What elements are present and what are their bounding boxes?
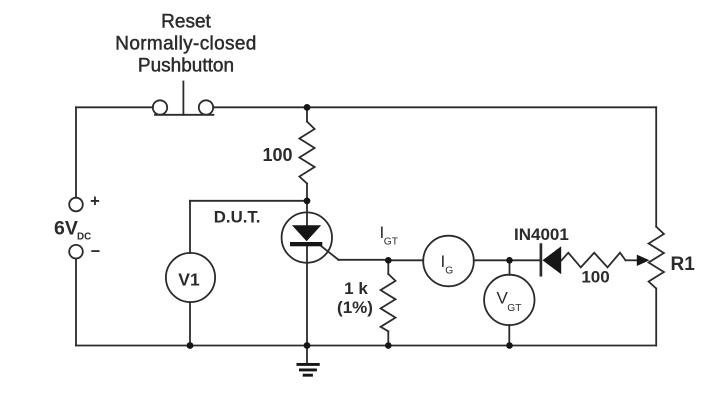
svg-text:V1: V1: [178, 270, 200, 290]
svg-text:100: 100: [581, 268, 609, 287]
svg-text:D.U.T.: D.U.T.: [214, 208, 261, 227]
svg-text:IN4001: IN4001: [514, 225, 569, 244]
svg-text:I: I: [441, 252, 446, 271]
svg-text:GT: GT: [507, 303, 521, 314]
svg-text:DC: DC: [77, 232, 91, 243]
svg-text:(1%): (1%): [337, 298, 373, 317]
svg-text:6V: 6V: [54, 218, 78, 240]
svg-text:GT: GT: [384, 237, 398, 248]
svg-text:Reset: Reset: [161, 12, 211, 33]
svg-text:−: −: [91, 243, 101, 261]
svg-text:+: +: [90, 193, 100, 211]
svg-text:V: V: [497, 289, 509, 308]
svg-text:G: G: [445, 266, 453, 277]
svg-text:1 k: 1 k: [344, 279, 368, 298]
svg-text:Pushbutton: Pushbutton: [138, 56, 234, 77]
svg-text:R1: R1: [671, 254, 696, 275]
svg-text:Normally-closed: Normally-closed: [115, 34, 256, 55]
svg-text:100: 100: [262, 145, 292, 165]
svg-text:I: I: [380, 223, 385, 242]
